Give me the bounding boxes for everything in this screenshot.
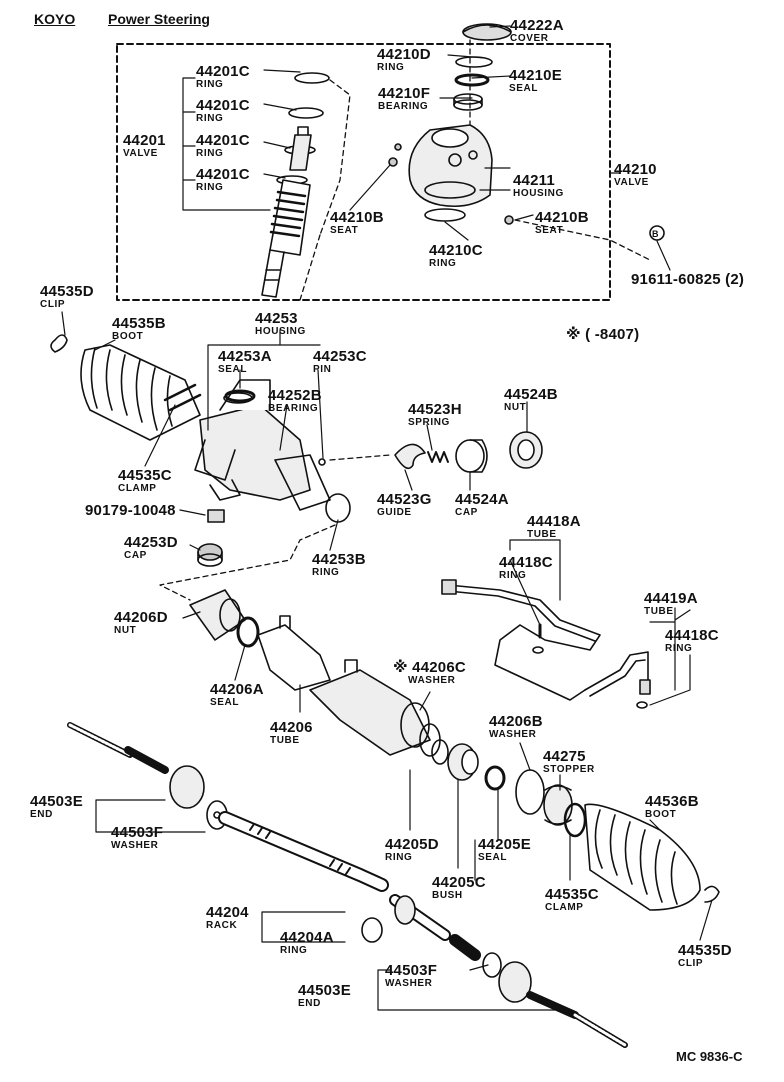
page-title: Power Steering: [108, 11, 210, 27]
seat-bolts-44210b: [388, 143, 514, 225]
seal-44210e: [454, 73, 490, 87]
clip-44535d-left: [50, 334, 68, 353]
clamp-44535c-right: [563, 802, 587, 838]
washer-44206b: [515, 769, 545, 815]
bush-44205c: [447, 743, 479, 781]
seal-44206a: [236, 616, 260, 648]
brand-label: KOYO: [34, 11, 76, 27]
seal-44205e: [484, 765, 506, 791]
part-label: 91611-60825 (2): [631, 271, 745, 288]
nut-44524b: [509, 431, 543, 469]
ring-44204a: [361, 917, 383, 943]
svg-text:B: B: [652, 229, 659, 239]
date-note: ※ ( -8407): [566, 326, 640, 343]
housing-44211: [408, 124, 493, 208]
pin-44253c: [318, 458, 326, 466]
clip-44535d-right: [704, 885, 720, 903]
ring-44253b: [325, 493, 351, 523]
bolt-90179: [207, 509, 225, 523]
boot-44535b: [80, 344, 202, 441]
tube-44419a: [584, 651, 651, 697]
guide-44523g: [394, 443, 426, 470]
diagram-code: MC 9836-C: [676, 1049, 743, 1064]
rack-housing-44253: [194, 379, 331, 511]
ring-44210d: [455, 56, 493, 68]
tube-44418a: [441, 579, 601, 701]
valve-assembly-box: [116, 43, 611, 301]
ring-44418c: [532, 646, 648, 709]
ring-44210c: [424, 208, 466, 222]
boot-44536b: [584, 803, 701, 911]
cap-44524a: [455, 439, 488, 473]
ring-44205d: [431, 739, 449, 765]
spring-44523h: [427, 451, 449, 463]
seal-44253a: [224, 389, 256, 403]
part-label: 90179-10048: [85, 502, 176, 519]
cover-44222a: [462, 23, 512, 41]
tube-44206: [257, 615, 431, 756]
cap-44253d: [197, 543, 223, 567]
stopper-44275: [543, 784, 573, 826]
bearing-44210f: [453, 93, 483, 111]
bolt-91611: B: [649, 225, 665, 241]
valve-shaft-44201: [261, 126, 312, 298]
end-44503e-left: [67, 722, 205, 809]
rack-end: [389, 894, 481, 961]
rack-44204: [218, 811, 389, 892]
washer-44503f-right: [482, 952, 502, 978]
end-44503e-right: [498, 961, 628, 1048]
leader-lines: [61, 25, 713, 1011]
